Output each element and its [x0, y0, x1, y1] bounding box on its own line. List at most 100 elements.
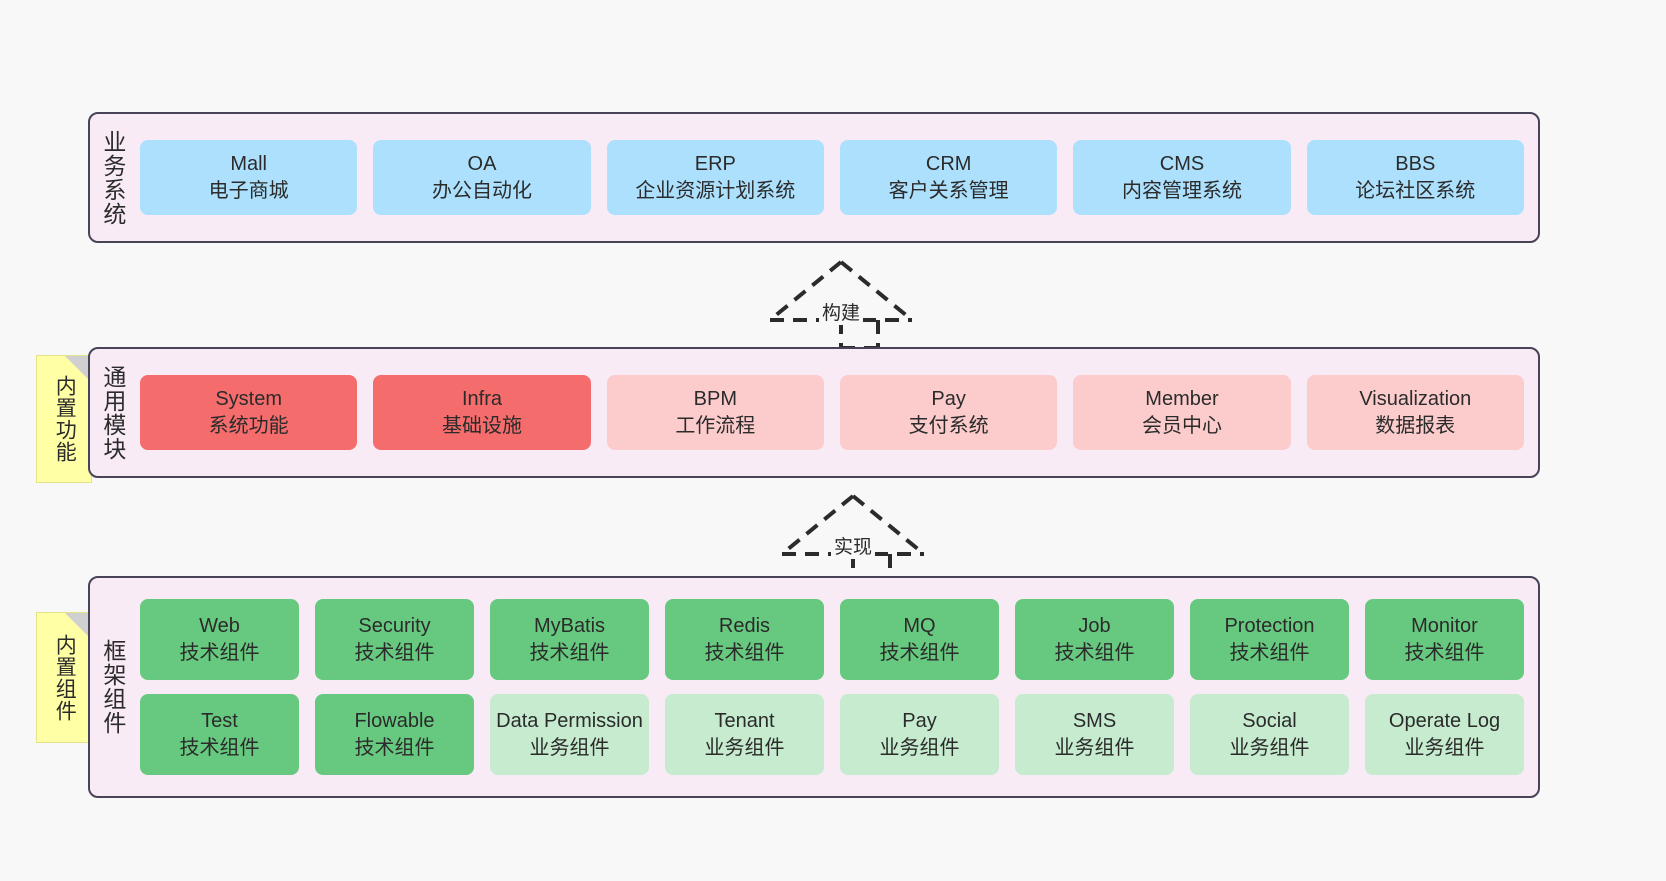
node-erp[interactable]: ERP 企业资源计划系统 [606, 140, 824, 215]
page-fold-icon [65, 613, 91, 639]
node-title: OA [467, 153, 497, 176]
node-subtitle: 工作流程 [675, 414, 756, 437]
node-subtitle: 技术组件 [1229, 641, 1310, 664]
node-subtitle: 技术组件 [179, 641, 260, 664]
node-subtitle: 数据报表 [1375, 414, 1456, 437]
layer-row: Test 技术组件 Flowable 技术组件 Data Permission … [140, 694, 1524, 775]
node-title: System [215, 388, 282, 411]
connector-build: 构建 [756, 258, 926, 350]
layer-business-system: 业务系统 Mall 电子商城 OA 办公自动化 ERP 企业资源计划系统 CRM… [88, 112, 1540, 243]
connector-label-implement: 实现 [830, 532, 876, 559]
node-title: MyBatis [533, 615, 606, 638]
node-bbs[interactable]: BBS 论坛社区系统 [1306, 140, 1524, 215]
node-subtitle: 会员中心 [1141, 414, 1222, 437]
node-subtitle: 内容管理系统 [1121, 179, 1242, 202]
layer-body-business-system: Mall 电子商城 OA 办公自动化 ERP 企业资源计划系统 CRM 客户关系… [134, 114, 1538, 241]
layer-title-common-module: 通用模块 [99, 364, 126, 461]
node-subtitle: 技术组件 [529, 641, 610, 664]
node-data-permission[interactable]: Data Permission 业务组件 [490, 694, 649, 775]
node-subtitle: 系统功能 [208, 414, 289, 437]
layer-framework-component: 框架组件 Web 技术组件 Security 技术组件 MyBatis 技术组件… [88, 576, 1540, 798]
node-subtitle: 业务组件 [529, 736, 610, 759]
node-subtitle: 技术组件 [354, 641, 435, 664]
node-subtitle: 技术组件 [179, 736, 260, 759]
node-test[interactable]: Test 技术组件 [140, 694, 299, 775]
layer-body-framework-component: Web 技术组件 Security 技术组件 MyBatis 技术组件 Redi… [134, 578, 1538, 796]
layer-title-business-system: 业务系统 [99, 129, 126, 226]
node-title: Security [358, 615, 431, 638]
node-infra[interactable]: Infra 基础设施 [373, 375, 591, 450]
node-monitor[interactable]: Monitor 技术组件 [1365, 599, 1524, 680]
layer-row: System 系统功能 Infra 基础设施 BPM 工作流程 Pay 支付系统… [140, 375, 1524, 450]
node-subtitle: 客户关系管理 [888, 179, 1009, 202]
node-subtitle: 技术组件 [354, 736, 435, 759]
node-system[interactable]: System 系统功能 [140, 375, 358, 450]
sticky-note-label: 内置组件 [53, 633, 77, 722]
node-title: ERP [694, 153, 736, 176]
node-title: Visualization [1359, 388, 1472, 411]
node-title: Test [201, 710, 238, 733]
node-protection[interactable]: Protection 技术组件 [1190, 599, 1349, 680]
page-fold-icon [65, 356, 91, 382]
node-subtitle: 支付系统 [908, 414, 989, 437]
node-subtitle: 技术组件 [1404, 641, 1485, 664]
node-title: BPM [693, 388, 737, 411]
node-title: SMS [1072, 710, 1117, 733]
layer-row: Mall 电子商城 OA 办公自动化 ERP 企业资源计划系统 CRM 客户关系… [140, 140, 1524, 215]
node-subtitle: 业务组件 [1404, 736, 1485, 759]
sticky-note-builtin-function: 内置功能 [36, 355, 92, 483]
node-subtitle: 业务组件 [704, 736, 785, 759]
node-pay-business[interactable]: Pay 业务组件 [840, 694, 999, 775]
node-subtitle: 电子商城 [208, 179, 289, 202]
node-subtitle: 企业资源计划系统 [635, 179, 796, 202]
node-subtitle: 业务组件 [1229, 736, 1310, 759]
node-subtitle: 业务组件 [879, 736, 960, 759]
node-mybatis[interactable]: MyBatis 技术组件 [490, 599, 649, 680]
node-bpm[interactable]: BPM 工作流程 [606, 375, 824, 450]
node-subtitle: 技术组件 [704, 641, 785, 664]
node-subtitle: 论坛社区系统 [1355, 179, 1476, 202]
sticky-note-builtin-component: 内置组件 [36, 612, 92, 743]
node-title: Web [199, 615, 240, 638]
node-title: Job [1078, 615, 1111, 638]
node-title: Operate Log [1388, 710, 1501, 733]
node-job[interactable]: Job 技术组件 [1015, 599, 1174, 680]
node-social[interactable]: Social 业务组件 [1190, 694, 1349, 775]
node-mq[interactable]: MQ 技术组件 [840, 599, 999, 680]
node-title: Social [1242, 710, 1297, 733]
node-title: Protection [1224, 615, 1315, 638]
node-title: Mall [230, 153, 267, 176]
node-oa[interactable]: OA 办公自动化 [373, 140, 591, 215]
node-title: Data Permission [496, 710, 643, 733]
node-title: Tenant [714, 710, 775, 733]
node-title: Member [1145, 388, 1219, 411]
node-subtitle: 基础设施 [441, 414, 522, 437]
node-title: Infra [461, 388, 502, 411]
node-mall[interactable]: Mall 电子商城 [140, 140, 358, 215]
node-operate-log[interactable]: Operate Log 业务组件 [1365, 694, 1524, 775]
sticky-note-label: 内置功能 [53, 375, 77, 463]
node-subtitle: 业务组件 [1054, 736, 1135, 759]
node-title: Pay [902, 710, 937, 733]
node-title: Redis [718, 615, 771, 638]
node-tenant[interactable]: Tenant 业务组件 [665, 694, 824, 775]
layer-row: Web 技术组件 Security 技术组件 MyBatis 技术组件 Redi… [140, 599, 1524, 680]
layer-common-module: 通用模块 System 系统功能 Infra 基础设施 BPM 工作流程 Pay… [88, 347, 1540, 478]
node-web[interactable]: Web 技术组件 [140, 599, 299, 680]
node-security[interactable]: Security 技术组件 [315, 599, 474, 680]
node-subtitle: 办公自动化 [431, 179, 532, 202]
node-title: MQ [903, 615, 936, 638]
node-flowable[interactable]: Flowable 技术组件 [315, 694, 474, 775]
connector-implement: 实现 [768, 492, 938, 584]
node-pay[interactable]: Pay 支付系统 [839, 375, 1058, 450]
layer-title-framework-component: 框架组件 [99, 639, 126, 735]
connector-label-build: 构建 [818, 298, 864, 325]
node-title: Pay [931, 388, 966, 411]
node-visualization[interactable]: Visualization 数据报表 [1306, 375, 1524, 450]
node-crm[interactable]: CRM 客户关系管理 [839, 140, 1058, 215]
node-redis[interactable]: Redis 技术组件 [665, 599, 824, 680]
node-sms[interactable]: SMS 业务组件 [1015, 694, 1174, 775]
node-title: CMS [1159, 153, 1205, 176]
node-member[interactable]: Member 会员中心 [1073, 375, 1291, 450]
node-cms[interactable]: CMS 内容管理系统 [1073, 140, 1291, 215]
